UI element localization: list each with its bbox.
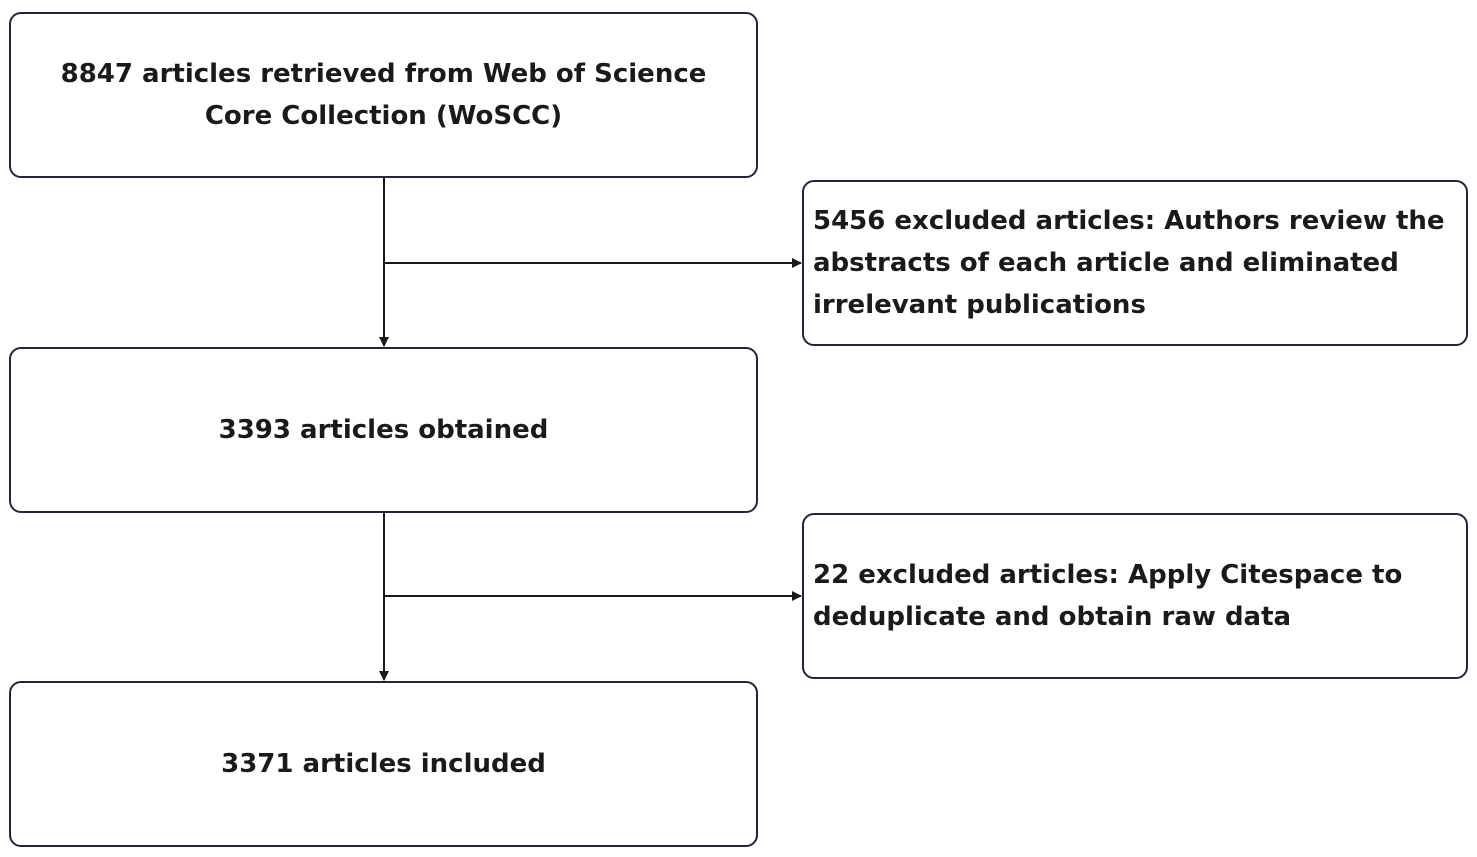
step-text-included: 3371 articles included	[221, 749, 546, 779]
exclusion-text-deduplicate: 22 excluded articles: Apply Citespace to…	[813, 560, 1403, 632]
step-text-retrieved: 8847 articles retrieved from Web of Scie…	[60, 59, 707, 131]
exclusion-text-abstract-review: 5456 excluded articles: Authors review t…	[813, 206, 1445, 320]
step-box-retrieved: 8847 articles retrieved from Web of Scie…	[9, 12, 758, 178]
exclusion-box-abstract-review: 5456 excluded articles: Authors review t…	[802, 180, 1468, 346]
step-text-obtained: 3393 articles obtained	[218, 415, 549, 445]
step-box-included: 3371 articles included	[9, 681, 758, 847]
exclusion-box-deduplicate: 22 excluded articles: Apply Citespace to…	[802, 513, 1468, 679]
step-box-obtained: 3393 articles obtained	[9, 347, 758, 513]
